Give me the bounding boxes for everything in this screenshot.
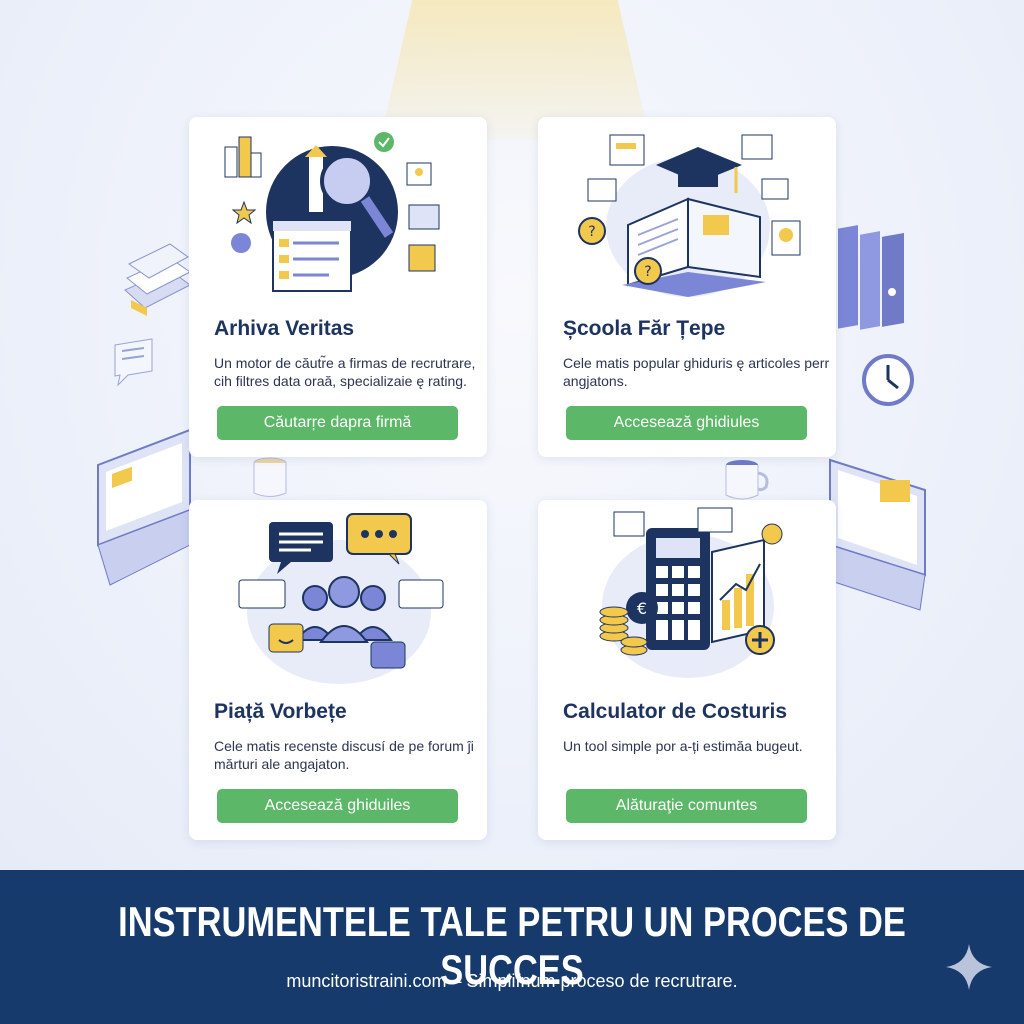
join-community-button[interactable]: Alăturaţie comuntes xyxy=(566,789,807,823)
card-title: Calculator de Costuris xyxy=(563,700,788,723)
clock-icon xyxy=(862,354,914,406)
search-firm-button[interactable]: Căutarŗe dapra firmă xyxy=(217,406,458,440)
laptop-right-icon xyxy=(821,458,926,611)
light-beam xyxy=(380,0,650,140)
card-arhiva-veritas: Arhiva Veritas Un motor de căutr̃e a fir… xyxy=(189,117,487,457)
card-piata-vorbete: Piață Vorbețe Cele matis recenste discus… xyxy=(189,500,487,840)
svg-text:?: ? xyxy=(588,224,595,240)
mug-right-icon xyxy=(725,460,769,500)
access-guides-button[interactable]: Accesează ghidiules xyxy=(566,406,807,440)
mug-left-icon xyxy=(253,457,287,497)
card-scoola-far-tepe: ? ? Școola Făr Țepe Cele matis popular g… xyxy=(538,117,836,457)
search-lighthouse-icon xyxy=(224,132,440,292)
sparkle-icon xyxy=(946,944,992,990)
footer-subtitle: muncitoristraini.com – Simplifnum proces… xyxy=(286,971,738,991)
footer-heading: INSTRUMENTELE TALE PETRU UN PROCES DE SU… xyxy=(118,898,906,993)
svg-text:€: € xyxy=(637,599,647,618)
calculator-euro-icon: € xyxy=(599,507,783,678)
card-title: Școola Făr Țepe xyxy=(563,317,726,340)
footer-banner: INSTRUMENTELE TALE PETRU UN PROCES DE SU… xyxy=(0,870,1024,1024)
binders-icon xyxy=(838,225,904,330)
community-chat-icon xyxy=(238,513,444,684)
graduation-book-icon: ? ? xyxy=(578,134,801,297)
chat-bubble-icon xyxy=(114,338,153,387)
access-forum-button[interactable]: Accesează ghiduiles xyxy=(217,789,458,823)
background-scene xyxy=(0,0,1024,870)
card-description: Cele matis popular ghiduris ę articoles … xyxy=(563,355,830,389)
card-description: Un tool simple por a-ți estimăa bugeut. xyxy=(563,738,803,754)
laptop-left-icon xyxy=(97,428,200,586)
card-title: Piață Vorbețe xyxy=(214,700,347,723)
card-description: Un motor de căutr̃e a firmas de recrutra… xyxy=(214,355,476,389)
card-title: Arhiva Veritas xyxy=(214,317,355,340)
card-description: Cele matis recenste discusí de pe forum … xyxy=(214,738,474,772)
svg-text:?: ? xyxy=(644,264,651,280)
card-calculator-costuris: € Calculator de Costuris Un tool simple … xyxy=(538,500,836,840)
paper-stack-icon xyxy=(124,243,191,316)
